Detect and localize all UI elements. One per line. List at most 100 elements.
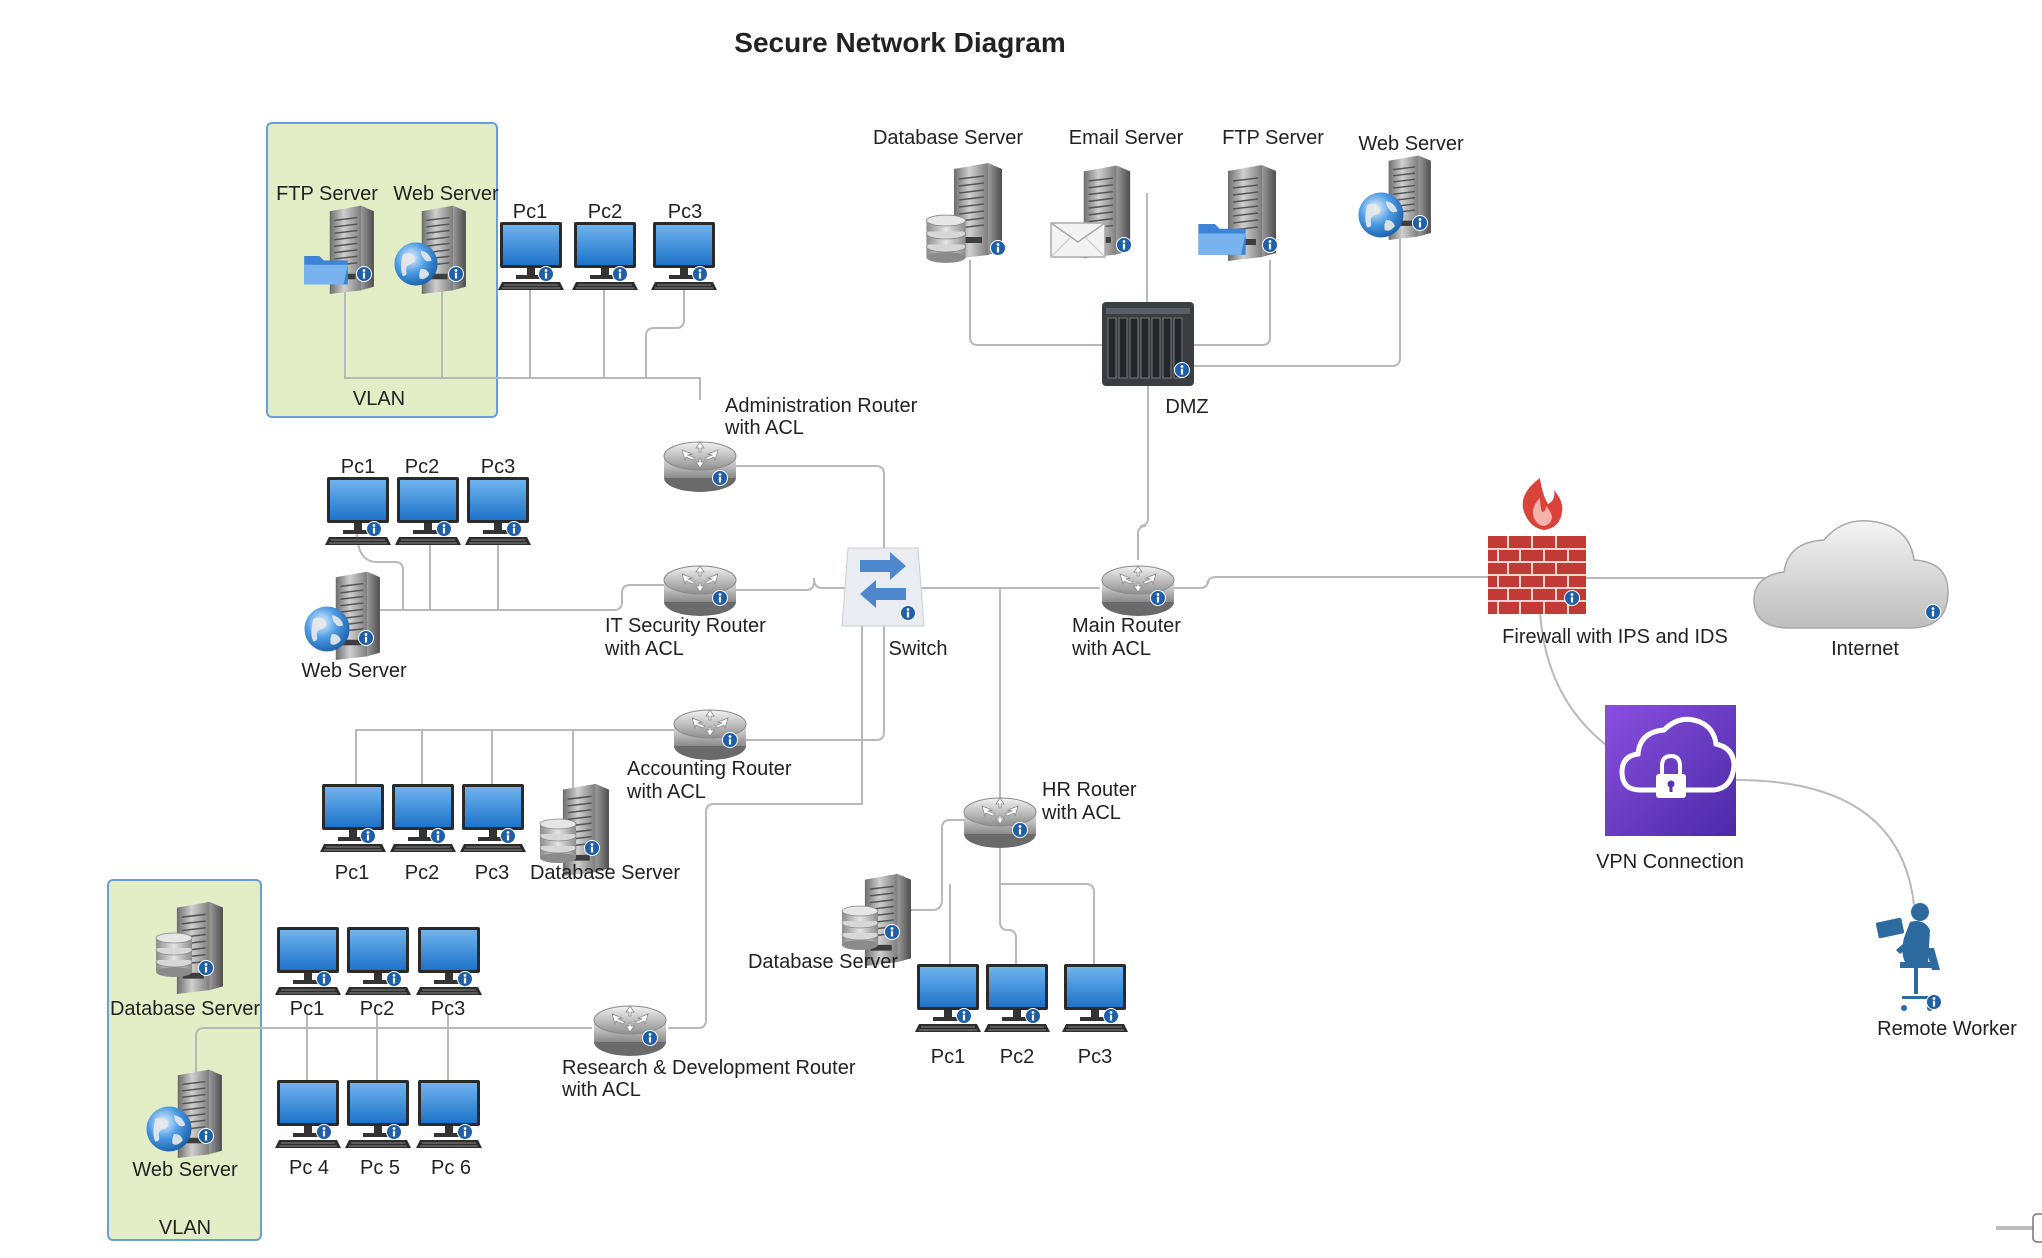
- admin-pc2[interactable]: [572, 221, 638, 291]
- database-icon: [155, 932, 193, 978]
- hr-pc2[interactable]: [984, 963, 1050, 1033]
- admin-pc3-label: Pc3: [668, 201, 702, 223]
- it-pc2-label: Pc2: [405, 456, 439, 478]
- admin-pc1[interactable]: [498, 221, 564, 291]
- rnd-pc1-label: Pc1: [290, 998, 324, 1020]
- router-icon: [593, 1005, 667, 1057]
- rnd-pc3-label: Pc3: [431, 998, 465, 1020]
- rnd-pc6[interactable]: [416, 1079, 482, 1149]
- accounting-router-label-line1: Accounting Router: [627, 758, 792, 780]
- accounting-router[interactable]: [673, 709, 747, 761]
- info-icon: [436, 521, 452, 537]
- person-icon: [1911, 903, 1929, 921]
- vpn-connection[interactable]: [1605, 705, 1737, 836]
- monitor-icon: [465, 476, 531, 546]
- info-icon: [1103, 1008, 1119, 1024]
- info-icon: [316, 971, 332, 987]
- monitor-icon: [390, 783, 456, 853]
- admin-pc3[interactable]: [651, 221, 717, 291]
- admin-ftp-server-label: FTP Server: [276, 183, 378, 205]
- info-icon: [1926, 994, 1942, 1010]
- globe-icon: [146, 1106, 192, 1152]
- rnd-pc3[interactable]: [416, 926, 482, 996]
- rnd-pc1[interactable]: [275, 926, 341, 996]
- main-router-label-line2: with ACL: [1071, 638, 1151, 660]
- rnd-router[interactable]: [593, 1005, 667, 1057]
- accounting-pc2[interactable]: [390, 783, 456, 853]
- it-web-server[interactable]: [304, 570, 381, 660]
- core-switch[interactable]: [841, 547, 925, 627]
- internet-label: Internet: [1831, 638, 1899, 660]
- firewall[interactable]: [1488, 478, 1586, 614]
- accounting-pc3[interactable]: [460, 783, 526, 853]
- admin-router[interactable]: [663, 441, 737, 493]
- remote-worker[interactable]: [1875, 903, 1942, 1011]
- globe-icon: [394, 242, 438, 286]
- accounting-database-server-label: Database Server: [530, 862, 680, 884]
- info-icon: [1150, 590, 1166, 606]
- dmz-web-server[interactable]: [1358, 154, 1432, 240]
- database-icon: [841, 905, 879, 951]
- dmz-database-server[interactable]: [925, 162, 1006, 264]
- it-pc3[interactable]: [465, 476, 531, 546]
- admin-router-label-line2: with ACL: [724, 417, 804, 439]
- monitor-icon: [572, 221, 638, 291]
- info-icon: [500, 828, 516, 844]
- info-icon: [356, 266, 372, 282]
- database-icon: [925, 214, 967, 264]
- main-router-label-line1: Main Router: [1072, 615, 1181, 637]
- router-icon: [963, 797, 1037, 849]
- rnd-pc5[interactable]: [345, 1079, 411, 1149]
- info-icon: [1116, 237, 1132, 253]
- rnd-pc4[interactable]: [275, 1079, 341, 1149]
- dmz-rack[interactable]: [1102, 302, 1194, 386]
- info-icon: [1564, 590, 1580, 606]
- dmz-email-server[interactable]: [1050, 164, 1132, 260]
- hr-pc3[interactable]: [1062, 963, 1128, 1033]
- laptop-icon: [1875, 917, 1905, 939]
- router-icon: [1101, 565, 1175, 617]
- monitor-icon: [416, 926, 482, 996]
- it-security-router[interactable]: [663, 565, 737, 617]
- rnd-pc5-label: Pc 5: [360, 1157, 400, 1179]
- envelope-icon: [1050, 222, 1106, 258]
- info-icon: [386, 971, 402, 987]
- accounting-pc1[interactable]: [320, 783, 386, 853]
- info-icon: [430, 828, 446, 844]
- it-pc2[interactable]: [395, 476, 461, 546]
- info-icon: [360, 828, 376, 844]
- remote-worker-label: Remote Worker: [1877, 1018, 2017, 1040]
- rnd-pc4-label: Pc 4: [289, 1157, 329, 1179]
- globe-icon: [1358, 192, 1404, 238]
- monitor-icon: [345, 926, 411, 996]
- admin-web-server-label: Web Server: [393, 183, 499, 205]
- internet-cloud[interactable]: [1753, 520, 1949, 629]
- main-router[interactable]: [1101, 565, 1175, 617]
- info-icon: [386, 1124, 402, 1140]
- info-icon: [722, 732, 738, 748]
- hr-pc1[interactable]: [915, 963, 981, 1033]
- hr-router[interactable]: [963, 797, 1037, 849]
- hr-pc3-label: Pc3: [1078, 1046, 1112, 1068]
- monitor-icon: [345, 1079, 411, 1149]
- dmz-email-server-label: Email Server: [1069, 127, 1184, 149]
- monitor-icon: [915, 963, 981, 1033]
- info-icon: [366, 521, 382, 537]
- it-web-server-label: Web Server: [301, 660, 407, 682]
- rnd-database-server-label: Database Server: [110, 998, 260, 1020]
- monitor-icon: [395, 476, 461, 546]
- globe-icon: [304, 606, 350, 652]
- arrow-right-icon: [860, 552, 906, 580]
- dmz-ftp-server[interactable]: [1198, 164, 1278, 262]
- rnd-router-label-line2: with ACL: [561, 1079, 641, 1101]
- dmz-label: DMZ: [1165, 396, 1208, 418]
- scroll-handle[interactable]: [1996, 1213, 2042, 1243]
- dmz-ftp-server-label: FTP Server: [1222, 127, 1324, 149]
- monitor-icon: [984, 963, 1050, 1033]
- rnd-pc2[interactable]: [345, 926, 411, 996]
- hr-router-label-line2: with ACL: [1041, 802, 1121, 824]
- info-icon: [316, 1124, 332, 1140]
- admin-vlan-label: VLAN: [353, 388, 405, 410]
- admin-pc2-label: Pc2: [588, 201, 622, 223]
- info-icon: [692, 266, 708, 282]
